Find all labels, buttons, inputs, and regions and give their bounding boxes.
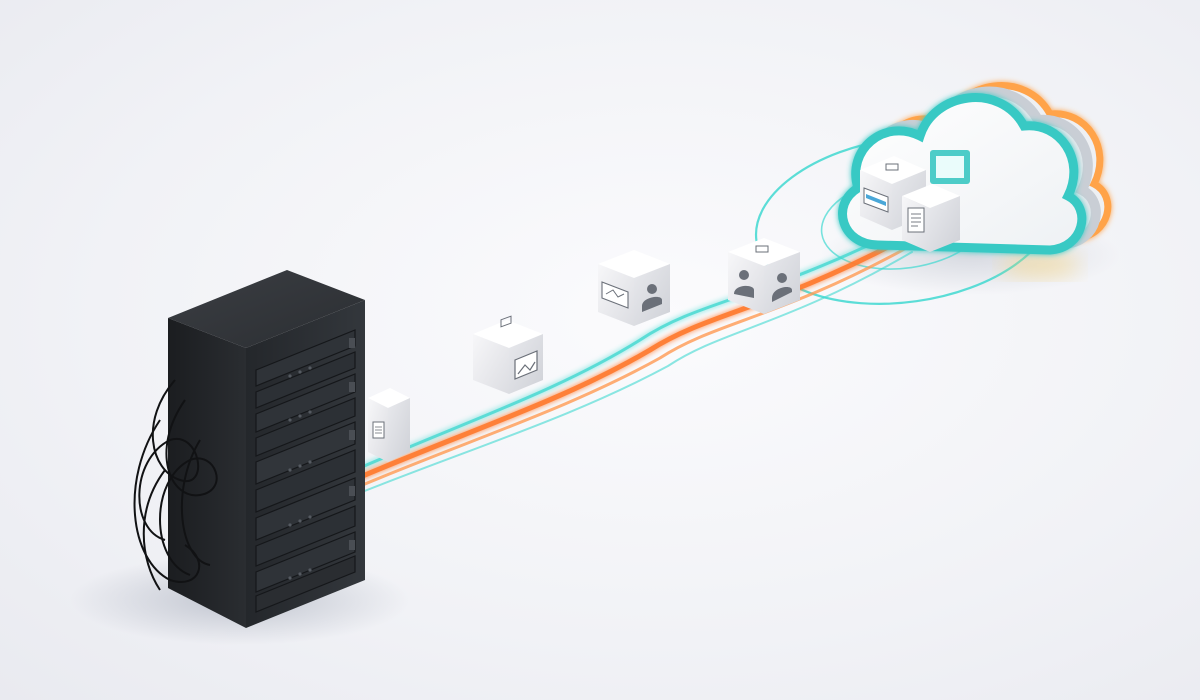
user-icon xyxy=(734,270,792,302)
user-icon xyxy=(642,284,662,312)
image-icon xyxy=(863,187,889,213)
data-cube-6 xyxy=(902,184,960,252)
document-icon xyxy=(755,245,769,253)
data-cube-4 xyxy=(728,238,800,314)
document-icon xyxy=(885,163,899,171)
rack-cables xyxy=(133,379,218,591)
data-cube-1 xyxy=(368,388,410,462)
image-icon xyxy=(514,350,538,380)
document-icon xyxy=(907,207,925,233)
rack-server-units xyxy=(255,329,356,613)
document-icon xyxy=(500,315,512,328)
image-icon xyxy=(601,281,629,309)
document-icon xyxy=(372,421,385,439)
data-cube-2 xyxy=(473,315,543,394)
data-cube-3 xyxy=(598,250,670,326)
server-rack xyxy=(133,270,365,628)
rack-handles xyxy=(349,338,355,550)
rack-vents xyxy=(288,366,312,580)
